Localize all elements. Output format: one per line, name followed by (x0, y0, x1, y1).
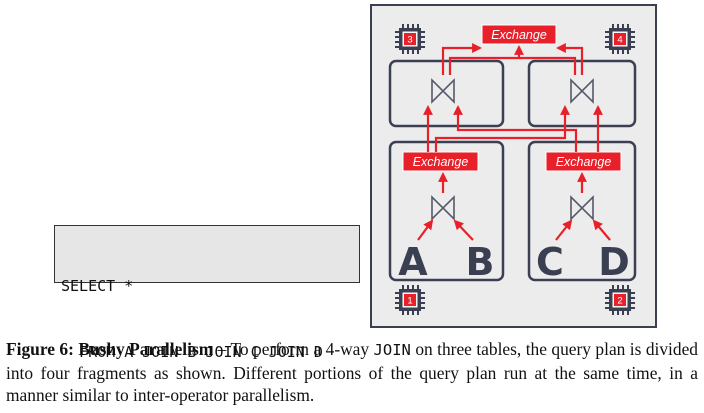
exchange-left-label: Exchange (413, 155, 469, 169)
worker-2-label: 2 (617, 296, 622, 307)
exchange-right-label: Exchange (556, 155, 612, 169)
table-a-label: A (398, 240, 428, 284)
exchange-top-label: Exchange (491, 28, 547, 42)
worker-4-label: 4 (617, 35, 622, 46)
figure-label: Figure 6: (6, 339, 74, 359)
arrow-a-to-join (417, 219, 434, 241)
figure-caption: Figure 6: Bushy Parallelism – To perform… (6, 338, 698, 407)
worker-4-chip-icon: 4 (604, 23, 636, 55)
bushy-parallelism-diagram: 3 4 1 2 Exchange Exchange Exchange A B C… (370, 4, 657, 328)
join-top-left-icon (431, 78, 455, 104)
fragment-1 (388, 140, 505, 282)
fragment-2 (527, 140, 637, 282)
figure-title: Bushy Parallelism (78, 339, 214, 359)
fragment-3 (388, 59, 505, 128)
arrow-b-to-join (453, 219, 474, 241)
table-b-label: B (466, 240, 495, 284)
arrow-d-to-join (592, 219, 611, 241)
table-c-label: C (536, 240, 564, 284)
sql-line-from: FROM A JOIN B JOIN C JOIN D (61, 343, 323, 361)
worker-3-chip-icon: 3 (394, 23, 426, 55)
arrow-to-exchange-top-center (448, 45, 524, 75)
sql-line-select: SELECT * (61, 277, 134, 295)
join-top-right-icon (570, 78, 594, 104)
worker-3-label: 3 (407, 35, 412, 46)
exchange-top: Exchange (481, 24, 557, 45)
join-bottom-right-icon (570, 195, 594, 221)
worker-1-label: 1 (407, 296, 412, 307)
table-d-label: D (598, 240, 630, 284)
caption-text-2: on three tables, the query plan is divid… (6, 339, 699, 405)
sql-query-box: SELECT * FROM A JOIN B JOIN C JOIN D (54, 225, 360, 361)
caption-text-1: – To perform a 4-way (213, 339, 374, 359)
worker-1-chip-icon: 1 (394, 284, 426, 316)
arrow-exchange-right-to-join-3 (453, 105, 578, 152)
arrow-exchange-left-to-join-4 (434, 105, 570, 152)
caption-code: JOIN (373, 341, 411, 359)
arrow-c-to-join (555, 219, 573, 241)
exchange-right: Exchange (545, 151, 622, 172)
join-bottom-left-icon (431, 195, 455, 221)
exchange-left: Exchange (402, 151, 479, 172)
worker-2-chip-icon: 2 (604, 284, 636, 316)
arrow-join-3-to-exchange-top (441, 46, 480, 75)
